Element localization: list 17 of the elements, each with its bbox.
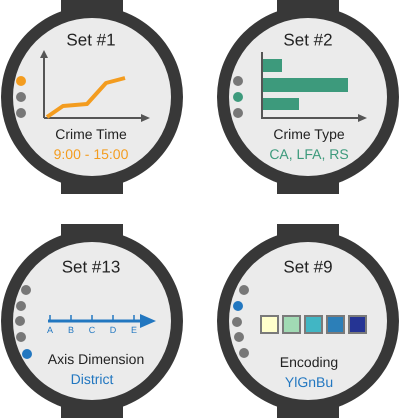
axis-tick-label: D — [110, 325, 116, 335]
set-title: Set #9 — [283, 258, 333, 276]
metric-name: Crime Time — [55, 126, 127, 142]
axis-tick-label: B — [68, 325, 74, 335]
metric-name: Crime Type — [273, 126, 345, 142]
set-title: Set #1 — [66, 30, 116, 50]
set-title: Set #2 — [283, 30, 333, 50]
axis-tick-label: A — [47, 325, 53, 335]
metric-value: YlGnBu — [284, 374, 334, 390]
metric-value: 9:00 - 15:00 — [54, 146, 128, 162]
set-title: Set #13 — [62, 258, 120, 276]
axis-tick-label: C — [88, 325, 96, 335]
metric-name: Encoding — [280, 354, 338, 370]
metric-value: CA, LFA, RS — [269, 146, 349, 162]
axis-tick-label: E — [131, 325, 137, 335]
metric-name: Axis Dimension — [48, 351, 144, 367]
metric-value: District — [70, 371, 114, 387]
